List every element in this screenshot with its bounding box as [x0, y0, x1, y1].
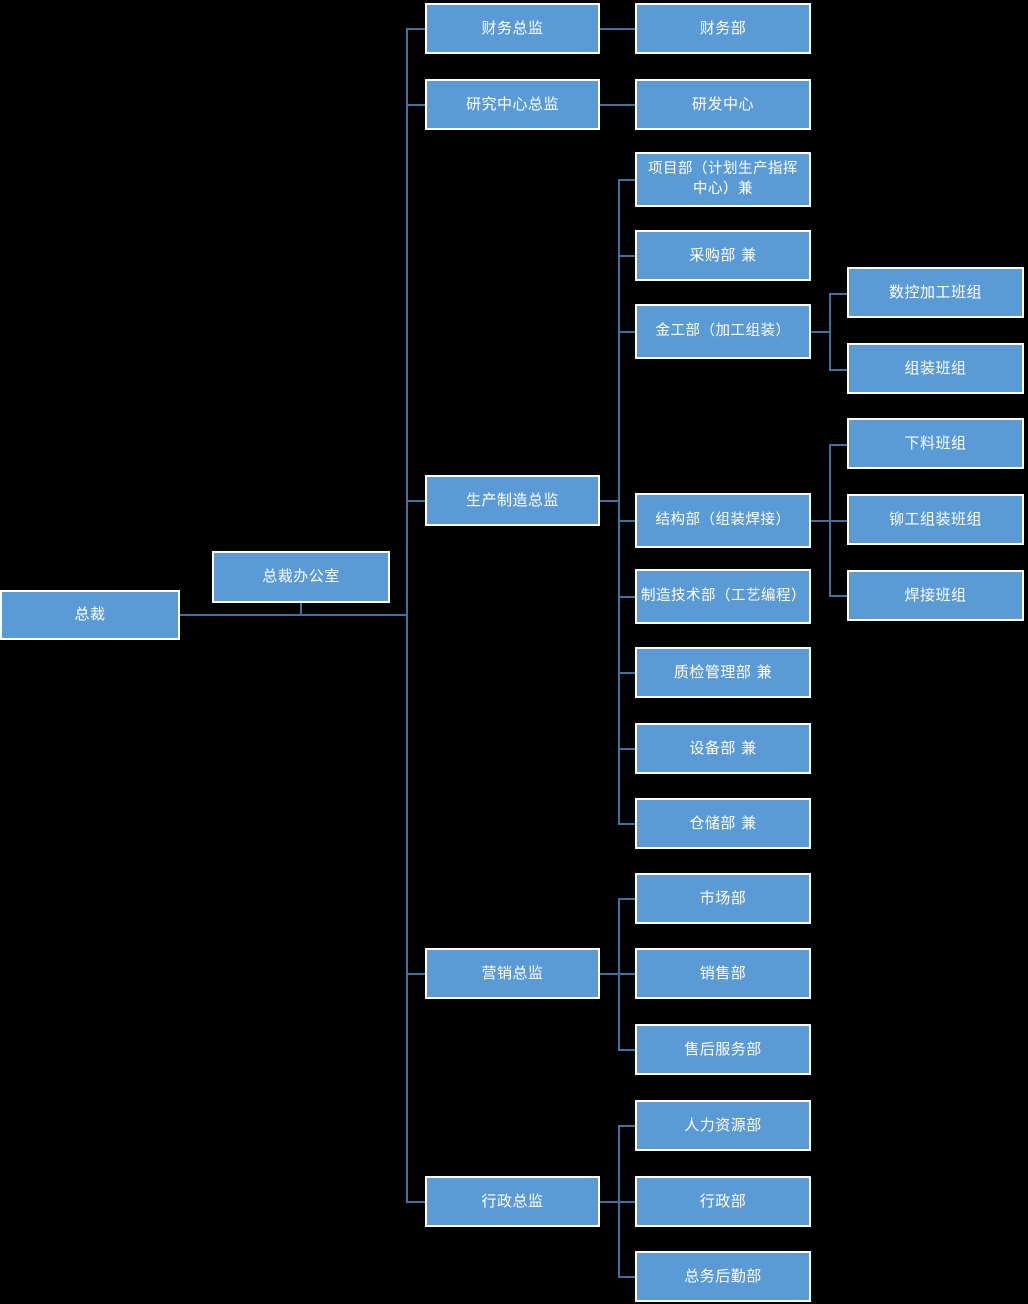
node-admin-director[interactable]: 行政总监 [425, 1176, 600, 1227]
node-rd-center[interactable]: 研发中心 [635, 79, 811, 130]
connector-bus-to-welding-team [829, 595, 847, 597]
node-quality-dept[interactable]: 质检管理部 兼 [635, 647, 811, 698]
connector-bus-to-project-dept [618, 179, 635, 181]
connector-production-children-bus [618, 179, 620, 824]
connector-bus-to-market-dept [618, 898, 635, 900]
connector-machining-teams-bus [829, 293, 831, 370]
connector-bus-to-cutting-team [829, 444, 847, 446]
node-project-dept[interactable]: 项目部（计划生产指挥中心）兼 [635, 152, 811, 207]
node-research-director[interactable]: 研究中心总监 [425, 79, 600, 130]
node-riveting-team[interactable]: 铆工组装班组 [847, 494, 1024, 545]
connector-bus-to-equipment-dept [618, 748, 635, 750]
connector-trunk-to-marketing-director [406, 973, 425, 975]
node-finance-director[interactable]: 财务总监 [425, 3, 600, 54]
connector-bus-to-hr-dept [618, 1125, 635, 1127]
node-cutting-team[interactable]: 下料班组 [847, 418, 1024, 469]
node-assembly-team[interactable]: 组装班组 [847, 343, 1024, 394]
node-structure-dept[interactable]: 结构部（组装焊接） [635, 493, 811, 548]
node-market-dept[interactable]: 市场部 [635, 873, 811, 924]
node-machining-dept[interactable]: 金工部（加工组装） [635, 304, 811, 359]
node-warehouse-dept[interactable]: 仓储部 兼 [635, 798, 811, 849]
connector-president-office-drop [300, 603, 302, 615]
connector-bus-to-purchasing-dept [618, 255, 635, 257]
node-welding-team[interactable]: 焊接班组 [847, 570, 1024, 621]
connector-marketing-director-to-bus [600, 973, 619, 975]
node-aftersales-dept[interactable]: 售后服务部 [635, 1024, 811, 1075]
connector-bus-to-sales-dept [618, 973, 635, 975]
connector-trunk-to-finance-director [406, 28, 425, 30]
connector-machining-to-bus [811, 331, 830, 333]
connector-bus-to-assembly-team [829, 369, 847, 371]
node-finance-dept[interactable]: 财务部 [635, 3, 811, 54]
node-general-affairs-dept[interactable]: 总务后勤部 [635, 1251, 811, 1302]
node-purchasing-dept[interactable]: 采购部 兼 [635, 230, 811, 281]
connector-bus-to-mfg-tech-dept [618, 596, 635, 598]
connector-bus-to-riveting-team [829, 520, 847, 522]
connector-bus-to-structure-dept [618, 520, 635, 522]
connector-structure-to-bus [811, 520, 830, 522]
node-marketing-director[interactable]: 营销总监 [425, 948, 600, 999]
node-president-office[interactable]: 总裁办公室 [212, 551, 390, 603]
node-production-director[interactable]: 生产制造总监 [425, 475, 600, 526]
connector-production-director-to-bus [600, 500, 619, 502]
connector-bus-to-quality-dept [618, 672, 635, 674]
connector-bus-to-warehouse-dept [618, 823, 635, 825]
connector-trunk-to-production-director [406, 500, 425, 502]
connector-trunk-to-research-director [406, 104, 425, 106]
connector-research-director-to-center [600, 104, 635, 106]
node-mfg-tech-dept[interactable]: 制造技术部（工艺编程） [635, 569, 811, 624]
node-equipment-dept[interactable]: 设备部 兼 [635, 723, 811, 774]
node-hr-dept[interactable]: 人力资源部 [635, 1100, 811, 1151]
connector-bus-to-general-affairs-dept [618, 1276, 635, 1278]
node-president[interactable]: 总裁 [0, 590, 180, 640]
connector-bus-to-machining-dept [618, 331, 635, 333]
connector-president-to-trunk [179, 614, 407, 616]
connector-bus-to-cnc-team [829, 293, 847, 295]
connector-bus-to-aftersales-dept [618, 1049, 635, 1051]
connector-main-trunk [406, 28, 408, 1202]
connector-finance-director-to-dept [600, 28, 635, 30]
node-administration-dept[interactable]: 行政部 [635, 1176, 811, 1227]
connector-trunk-to-admin-director [406, 1201, 425, 1203]
node-sales-dept[interactable]: 销售部 [635, 948, 811, 999]
connector-bus-to-administration-dept [618, 1201, 635, 1203]
node-cnc-team[interactable]: 数控加工班组 [847, 267, 1024, 318]
connector-admin-director-to-bus [600, 1201, 619, 1203]
